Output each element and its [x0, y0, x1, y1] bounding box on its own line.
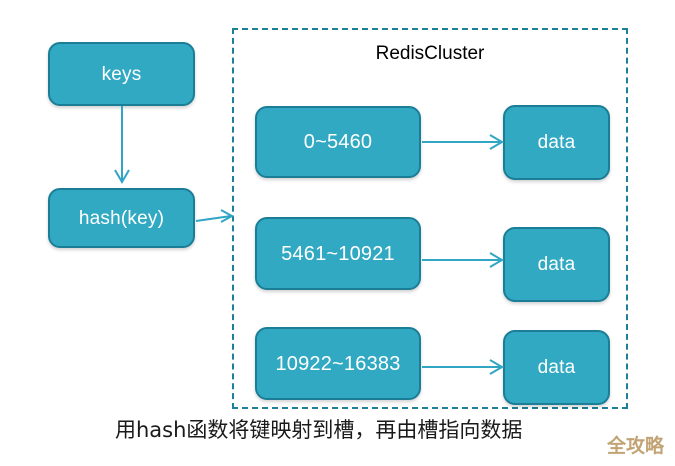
node-keys[interactable]: keys [48, 42, 195, 106]
cluster-title: RedisCluster [375, 43, 485, 64]
diagram-caption: 用hash函数将键映射到槽，再由槽指向数据 [115, 418, 523, 442]
node-hash-key[interactable]: hash(key) [48, 188, 195, 248]
slot-box-2[interactable]: 5461~10921 [255, 217, 421, 290]
data-box-2[interactable]: data [503, 227, 610, 302]
watermark-label: 全攻略 [607, 435, 665, 457]
data-box-1[interactable]: data [503, 105, 610, 180]
data-box-3[interactable]: data [503, 330, 610, 405]
slot-box-1[interactable]: 0~5460 [255, 106, 421, 178]
slot-box-3[interactable]: 10922~16383 [255, 327, 421, 400]
